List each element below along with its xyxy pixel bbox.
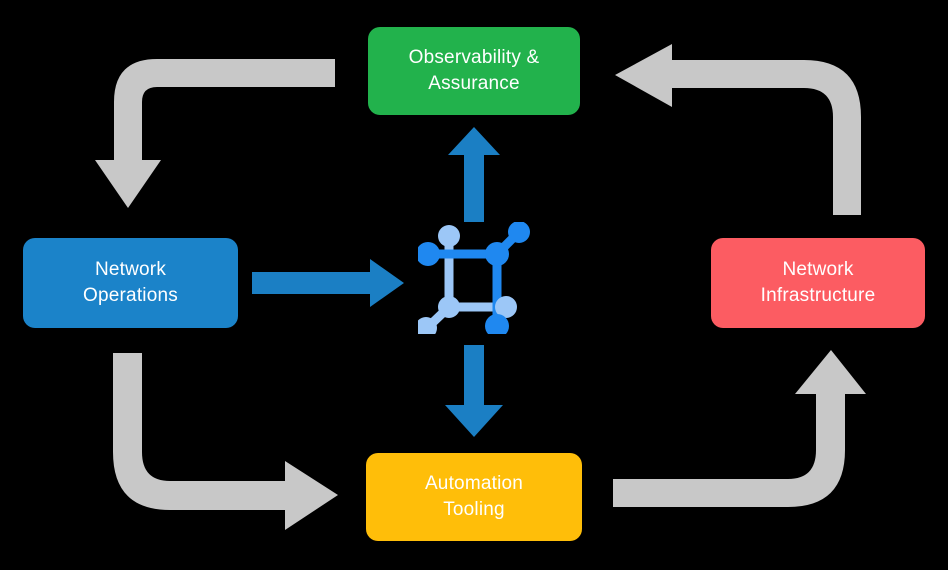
topology-secondary-nodes [418,225,517,334]
node-network-infrastructure-label: Network Infrastructure [760,258,876,306]
gray-arrow-observability-to-operations [95,59,335,208]
blue-arrow-center-to-observability [448,127,500,222]
gray-arrow-infrastructure-to-observability [615,44,861,215]
node-network-infrastructure[interactable]: Network Infrastructure [711,238,925,328]
node-observability-label: Observability & Assurance [408,46,540,94]
topology-primary-nodes [418,222,530,334]
blue-arrow-operations-to-center [252,259,404,307]
node-network-operations[interactable]: Network Operations [23,238,238,328]
gray-arrow-operations-to-automation [113,353,338,530]
node-observability-assurance[interactable]: Observability & Assurance [368,27,580,115]
gray-arrow-automation-to-infrastructure [613,350,866,507]
network-topology-icon [418,222,530,334]
blue-arrow-center-to-automation [445,345,503,437]
node-automation-tooling-label: Automation Tooling [424,472,524,520]
node-automation-tooling[interactable]: Automation Tooling [366,453,582,541]
node-network-operations-label: Network Operations [83,258,178,306]
